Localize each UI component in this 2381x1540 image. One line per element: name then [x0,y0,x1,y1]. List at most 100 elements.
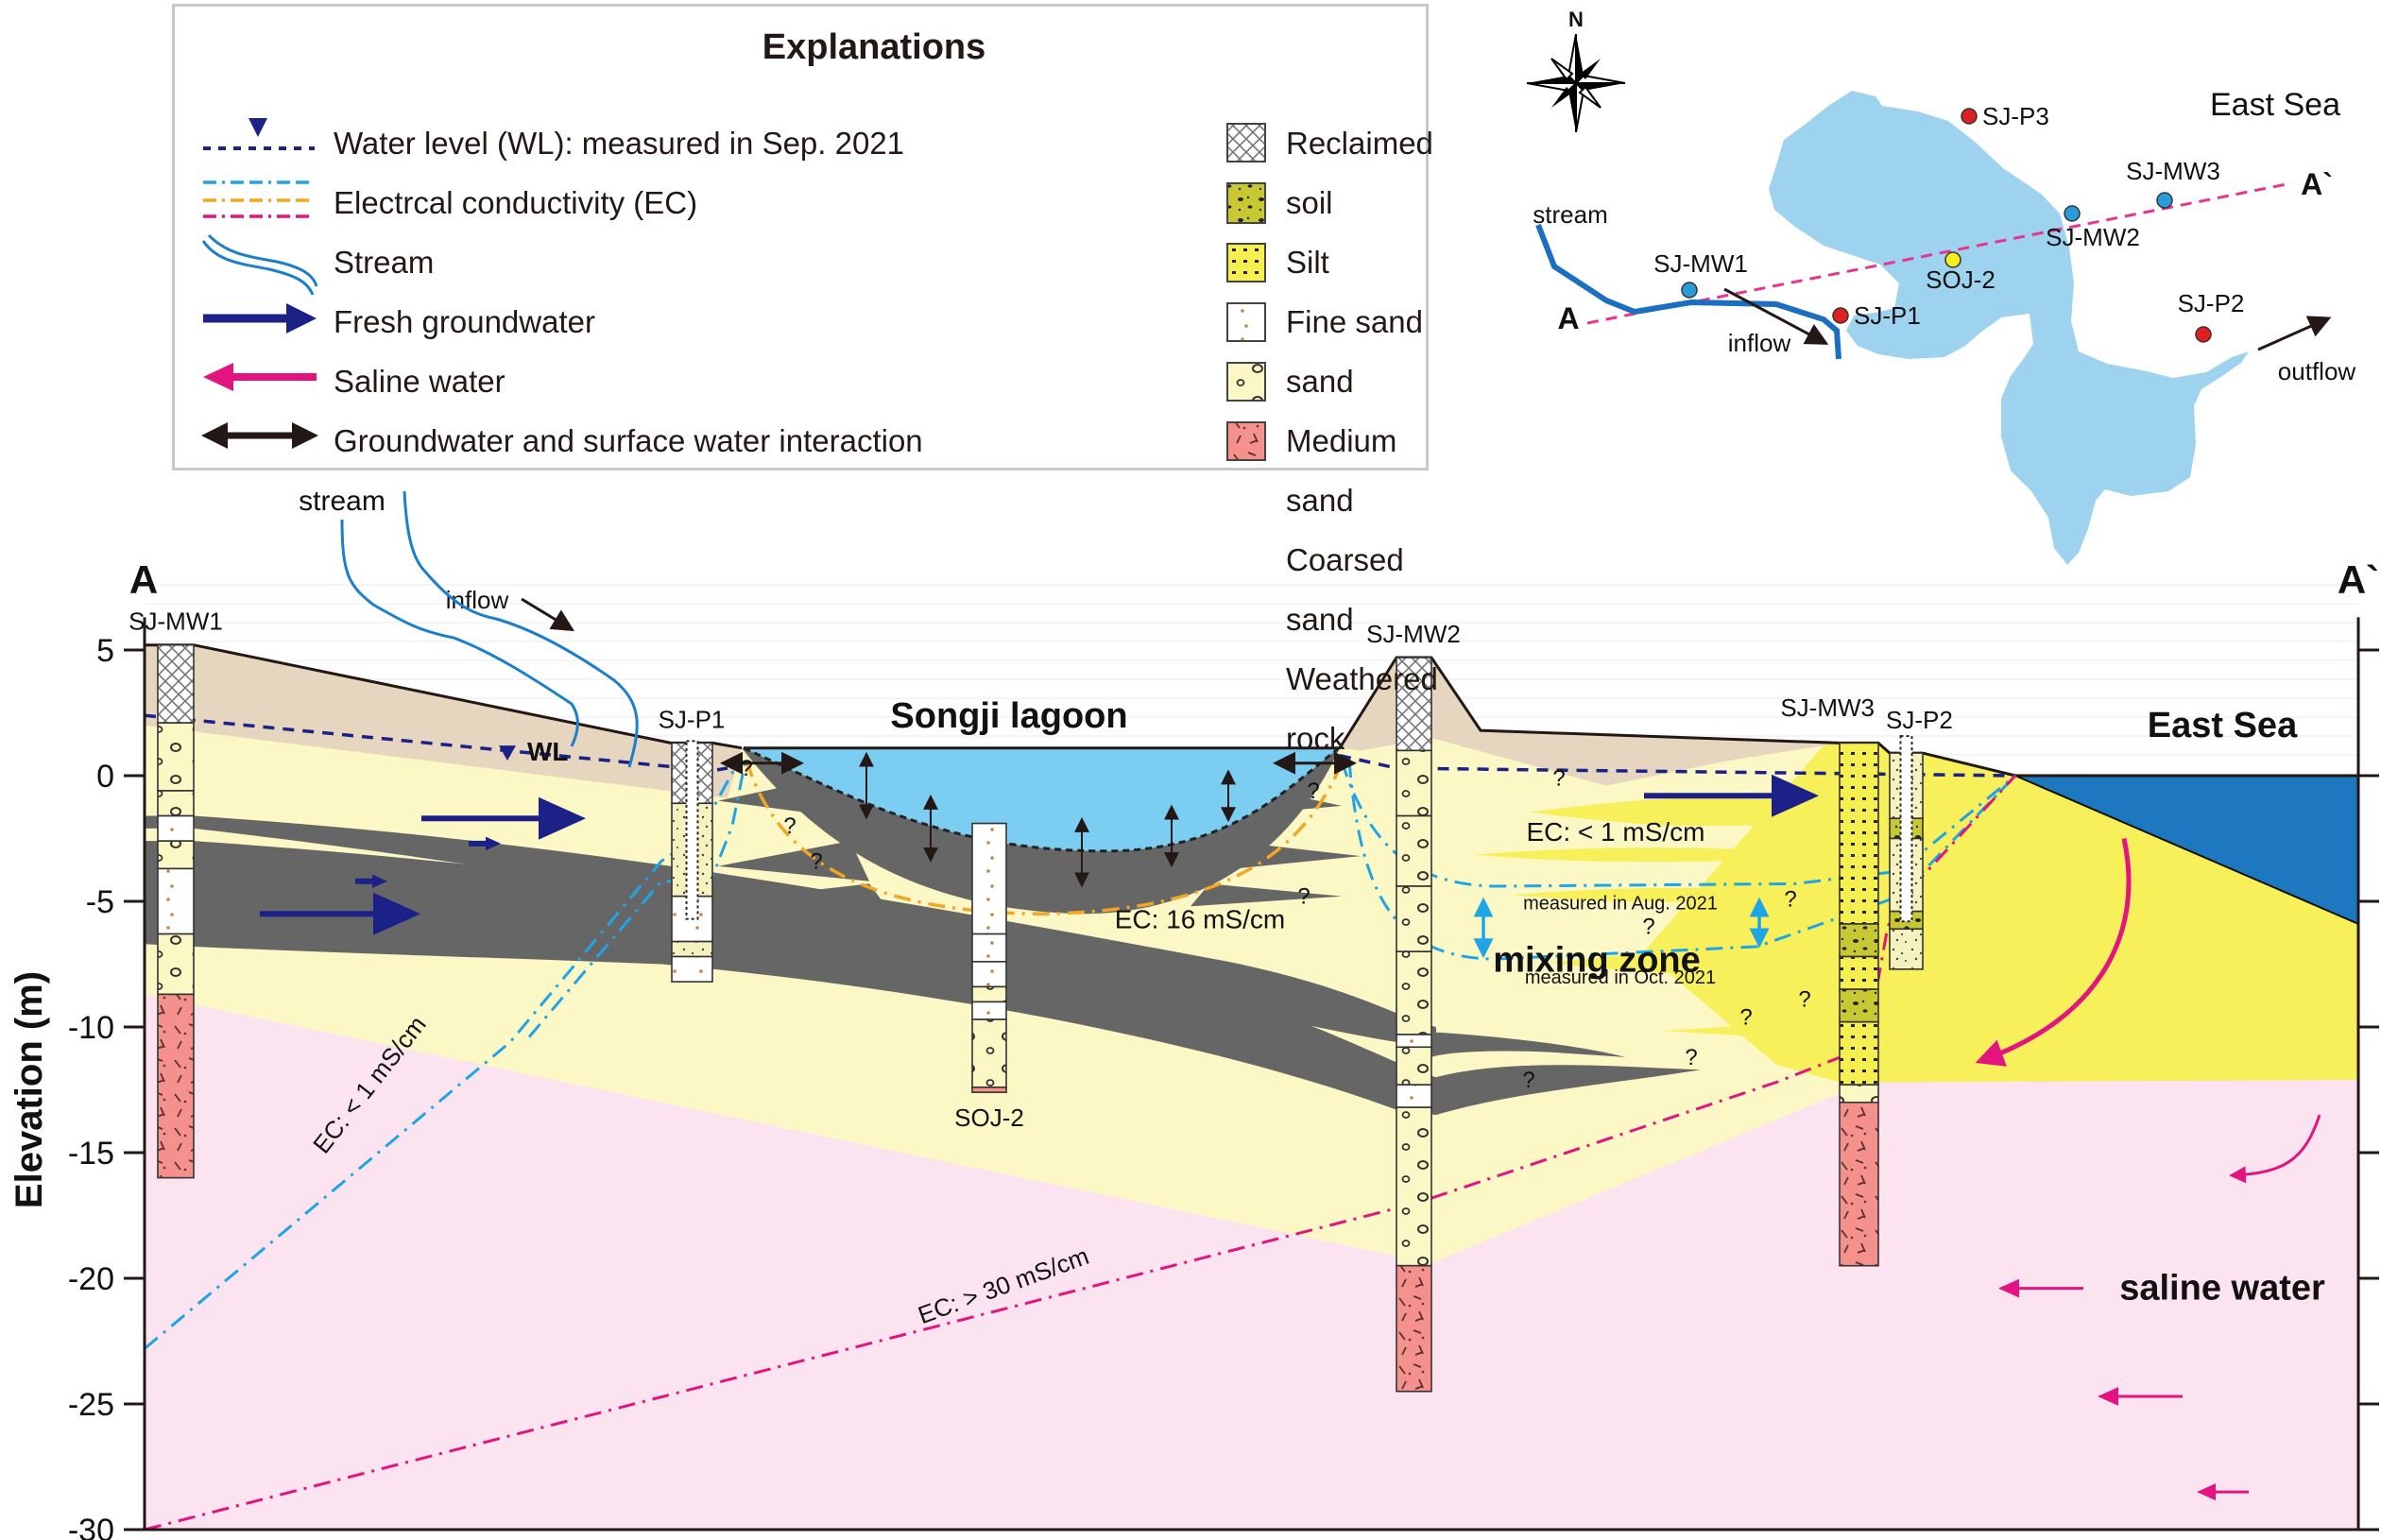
inflow-arrow-map [1723,287,1829,345]
map-well-label: SJ-P1 [1854,301,1921,330]
ec-oct-label: measured in Oct. 2021 [1525,967,1716,988]
weathered-rock-swatch [1226,421,1266,461]
fine-sand-tongue [1531,797,1840,827]
fresh-groundwater-arrow-icon [203,303,317,334]
legend-panel: Explanations [172,4,1438,756]
y-axis-title: Elevation (m) [9,971,50,1208]
uncertainty-mark: ? [1307,779,1319,804]
map-well-dot [1832,307,1849,324]
uncertainty-mark: ? [1685,1045,1697,1070]
legend-label-weathered-rock: Weathered rock [1286,661,1438,756]
borehole-layer [971,1018,1007,1088]
y-tick-label: -30 [68,1513,114,1540]
borehole-label: SJ-MW2 [1366,620,1461,648]
borehole-layer [1396,1264,1432,1393]
songji-lagoon-water [744,747,1339,851]
borehole-layer [971,933,1007,963]
coarse-sand-swatch [1226,362,1266,402]
fine-sand-tongue [1474,847,1840,863]
borehole-layer [1396,1106,1432,1267]
sediment-finger [737,883,888,909]
map-well-label: SJ-P3 [1982,102,2049,130]
map-section-end-label: A` [2301,167,2333,201]
borehole-layer [1839,742,1879,925]
lagoon-bed-line [743,746,1340,853]
y-tick-label: -25 [68,1387,114,1423]
borehole-sj-mw2: SJ-MW2 [1366,620,1461,1393]
y-tick-label: -5 [86,884,114,920]
borehole-layer [1396,1084,1432,1108]
map-inflow-label: inflow [1728,329,1791,357]
borehole-label: SJ-MW3 [1780,693,1875,722]
borehole-sj-p2: SJ-P2 [1886,706,1953,970]
sea-label: East Sea [2148,706,2298,745]
ec-lagoon-label: EC: 16 mS/cm [1115,905,1285,934]
borehole-layer [157,933,195,996]
lagoon-label: Songji lagoon [890,696,1127,736]
borehole-layer [157,790,195,817]
legend-label-interaction: Groundwater and surface water interactio… [334,423,923,458]
borehole-layer [157,993,195,1179]
borehole-layer [971,1087,1007,1093]
stream-icon [201,233,318,296]
map-well-dot [1681,282,1698,299]
water-level-marker-icon [499,745,516,761]
legend-label-fresh-groundwater: Fresh groundwater [334,304,595,339]
uncertainty-mark: ? [810,848,822,874]
reclaimed-soil-swatch [1226,123,1266,163]
borehole-sj-mw3: SJ-MW3 [1780,693,1879,1267]
fresh-groundwater-arrow-head [1772,774,1819,817]
borehole-label: SJ-P2 [1886,706,1953,734]
map-well-label: SJ-P2 [2178,289,2245,317]
borehole-layer [1839,955,1879,990]
legend-label-silt: Silt [1286,245,1329,280]
legend-label-reclaimed-soil: Reclaimed soil [1286,126,1433,220]
lagoon-map-shape [1769,91,2249,565]
borehole-label: SJ-MW1 [128,607,223,636]
saline-intrusion-arrow [1975,837,2132,1067]
uncertainty-mark: ? [1784,886,1796,912]
clay-layer-upper [145,815,1436,1048]
borehole-layer [971,1001,1007,1020]
borehole-layer [157,722,195,792]
sediment-finger [1209,841,1361,872]
borehole-label: SOJ-2 [954,1104,1024,1132]
medium-sand-swatch [1226,302,1266,342]
map-well-dot [1944,251,1961,268]
section-end-label: A` [2338,557,2379,602]
compass-rose-icon [1526,33,1626,133]
y-tick-label: 5 [96,633,114,669]
borehole-layer [1396,885,1432,952]
borehole-layer [671,955,713,983]
map-stream-label: stream [1533,200,1607,229]
borehole-layer [1839,988,1879,1023]
saline-water-arrow-head [2197,1483,2216,1501]
fresh-groundwater-arrow-small-head [372,874,387,888]
map-well-dot [2195,326,2212,343]
legend-label-ec: Electrcal conductivity (EC) [334,185,698,220]
stream-icon-section [340,490,639,768]
fine-sand-zone [1644,743,2358,1083]
fine-sand-tongue [1663,1025,1840,1036]
borehole-layer [1396,814,1432,887]
borehole-layer [1839,1102,1879,1267]
y-tick-label: -15 [68,1136,114,1172]
legend-label-medium-sand: Medium sand [1286,423,1397,518]
ec-aug-label: measured in Aug. 2021 [1523,894,1718,915]
uncertainty-mark: ? [1798,987,1810,1013]
borehole-layer [1839,923,1879,958]
uncertainty-mark: ? [1739,1004,1752,1030]
water-level-label: WL [527,737,569,766]
legend-label-stream: Stream [334,245,435,280]
fresh-groundwater-arrow-head [539,796,586,840]
y-tick-label: -10 [68,1010,114,1046]
sediment-finger [1190,883,1342,907]
legend-symbols [201,118,1266,461]
legend-label-fine-sand: Fine sand sand [1286,304,1423,399]
